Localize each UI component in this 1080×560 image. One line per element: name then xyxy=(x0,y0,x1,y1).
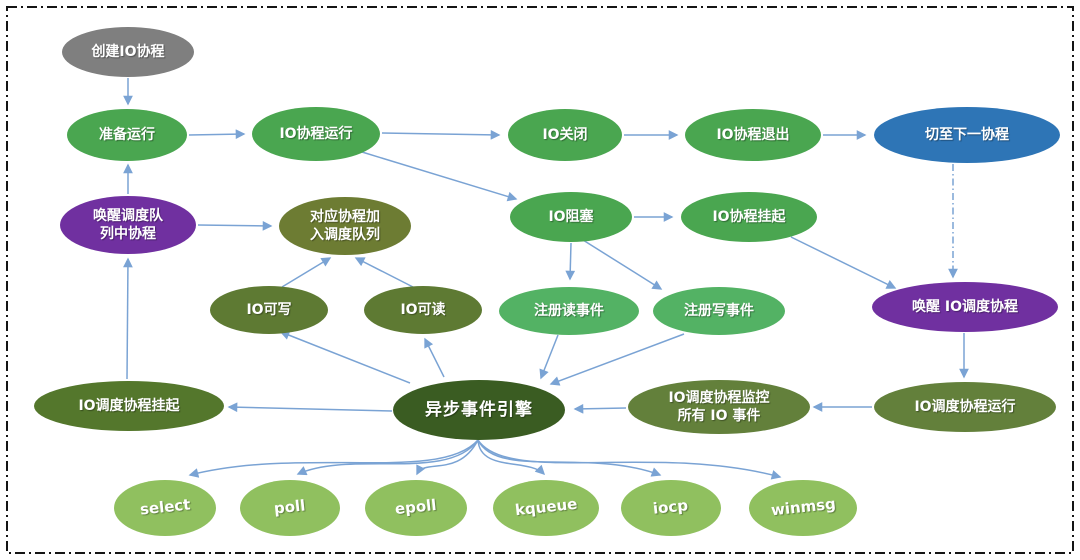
node-join-sched-queue: 对应协程加 入调度队列 xyxy=(279,197,411,255)
node-iocp-label: iocp xyxy=(652,496,690,519)
node-io-sched-coroutine-running: IO调度协程运行 xyxy=(874,382,1056,432)
node-kqueue: kqueue xyxy=(493,480,599,536)
edge-engine-sched-suspended xyxy=(227,402,393,413)
node-iocp: iocp xyxy=(621,480,721,536)
node-register-write-event: 注册写事件 xyxy=(653,287,785,335)
node-wake-coroutine-in-sched-queue: 唤醒调度队 列中协程 xyxy=(60,196,196,254)
edge-ready-io-running xyxy=(188,129,246,140)
node-io-sched-coroutine-suspended: IO调度协程挂起 xyxy=(34,381,224,431)
edge-engine-io-writable xyxy=(279,330,411,384)
edge-engine-io-readable xyxy=(424,337,445,378)
edge-sched-monitor-engine xyxy=(573,403,627,414)
node-poll: poll xyxy=(240,480,340,536)
node-register-read-event: 注册读事件 xyxy=(499,287,639,335)
edge-io-readable-join-queue xyxy=(354,257,414,288)
edge-reg-write-engine xyxy=(549,333,685,386)
node-wake-io-sched-coroutine: 唤醒 IO调度协程 xyxy=(872,282,1058,332)
node-create-io-coroutine: 创建IO协程 xyxy=(62,27,194,77)
node-ready-to-run: 准备运行 xyxy=(67,109,187,161)
edge-reg-read-engine xyxy=(539,334,559,380)
node-io-coroutine-suspended: IO协程挂起 xyxy=(681,192,817,242)
edge-io-suspended-wake-io-sched xyxy=(790,236,897,289)
edge-io-writable-join-queue xyxy=(281,257,332,288)
node-async-event-engine: 异步事件引擎 xyxy=(393,380,565,440)
node-select: select xyxy=(114,480,216,536)
node-io-blocked: IO阻塞 xyxy=(510,192,632,242)
edge-io-blocked-reg-write xyxy=(582,239,663,290)
edge-wake-queue-co-join-queue xyxy=(197,221,273,231)
edge-engine-winmsg xyxy=(477,439,782,480)
edge-engine-poll xyxy=(296,439,479,476)
node-epoll: epoll xyxy=(365,480,467,536)
edge-io-running-io-close xyxy=(381,129,501,140)
node-io-close: IO关闭 xyxy=(508,109,622,161)
node-io-readable: IO可读 xyxy=(364,286,482,334)
edge-io-blocked-reg-read xyxy=(565,242,576,281)
node-io-writable: IO可写 xyxy=(210,286,328,334)
edge-sched-suspended-wake-queue-co xyxy=(123,257,133,380)
node-io-coroutine-running: IO协程运行 xyxy=(252,107,380,161)
edge-engine-select xyxy=(188,439,479,478)
dashdot-border xyxy=(6,6,1074,554)
node-winmsg: winmsg xyxy=(749,480,857,536)
node-epoll-label: epoll xyxy=(394,496,438,519)
node-kqueue-label: kqueue xyxy=(513,495,578,520)
node-switch-to-next-coroutine: 切至下一协程 xyxy=(874,107,1060,163)
edge-io-running-io-blocked xyxy=(361,151,518,202)
node-select-label: select xyxy=(138,495,191,519)
node-io-sched-coroutine-monitor: IO调度协程监控 所有 IO 事件 xyxy=(628,380,810,434)
node-poll-label: poll xyxy=(273,496,307,518)
node-io-coroutine-exit: IO协程退出 xyxy=(685,109,821,161)
edge-engine-epoll xyxy=(416,439,479,476)
node-winmsg-label: winmsg xyxy=(769,494,837,520)
edge-engine-kqueue xyxy=(477,439,546,476)
